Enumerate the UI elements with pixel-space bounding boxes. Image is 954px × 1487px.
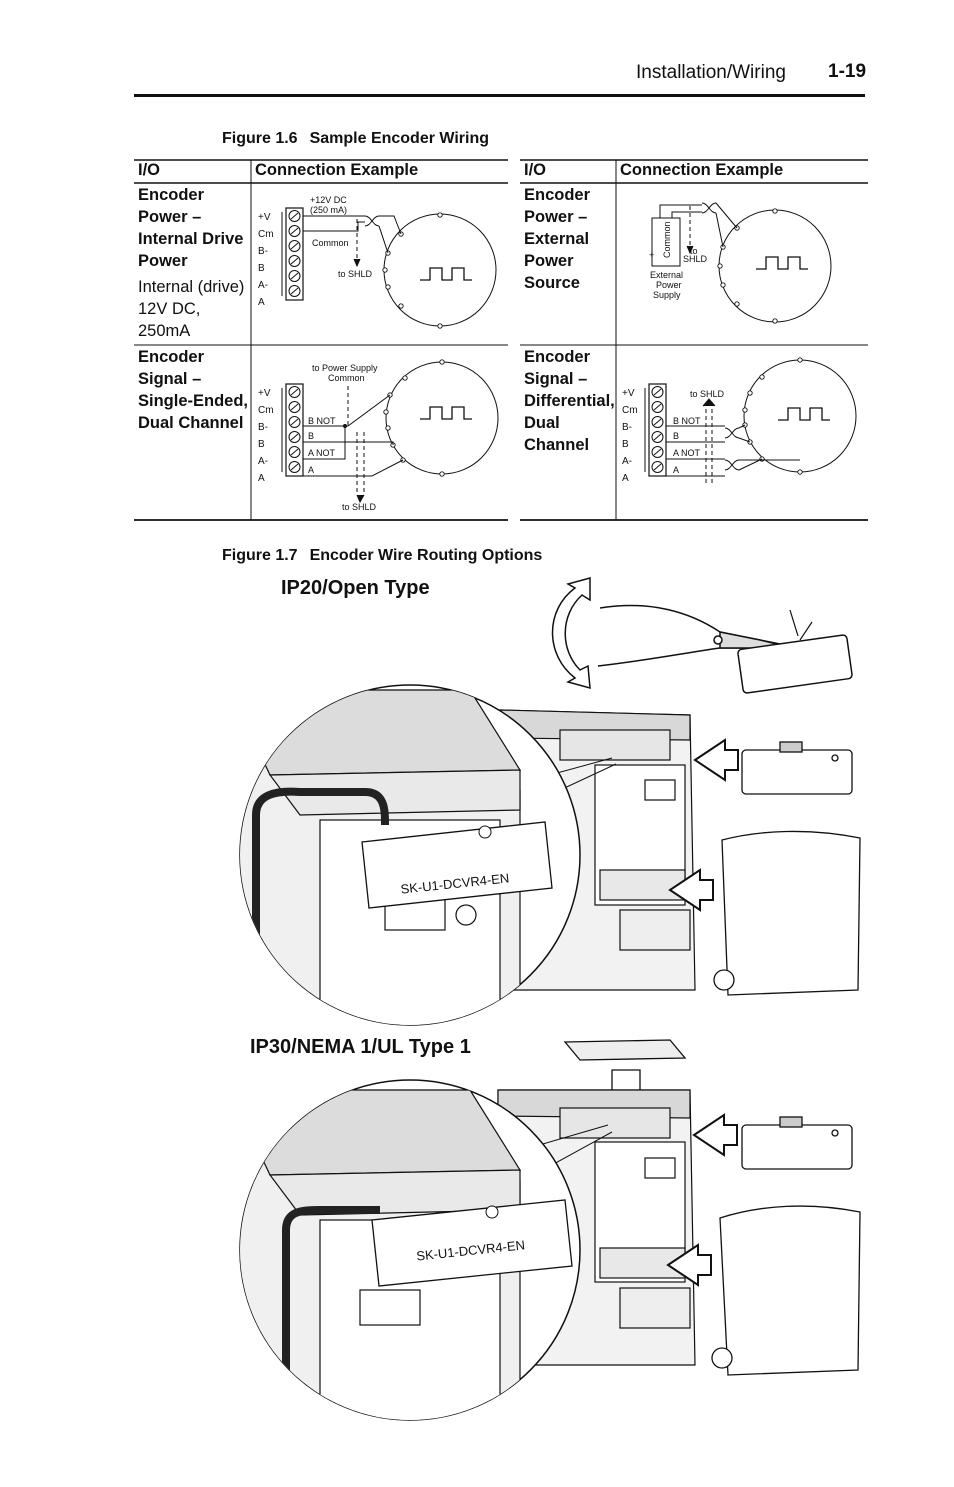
col-header-example-left: Connection Example [255,161,419,179]
svg-text:A NOT: A NOT [673,448,701,458]
svg-text:to SHLD: to SHLD [338,269,373,279]
terminal-label: B- [258,246,268,257]
label-card: SK-U1-DCVR4-EN [371,1199,573,1287]
cover-plate [711,1116,861,1376]
figure-1-7-caption: Figure 1.7 Encoder Wire Routing Options [222,547,542,565]
header-rule [134,94,865,97]
svg-text:B NOT: B NOT [673,416,701,426]
ip30-routing-illustration: SK-U1-DCVR4-EN [239,1039,861,1421]
figure-title: Encoder Wire Routing Options [309,547,543,564]
terminal-label: Cm [258,229,274,240]
figure-title: Sample Encoder Wiring [309,130,490,147]
figure-number: Figure 1.7 [222,547,298,564]
terminal-label: A- [622,456,632,467]
terminal-label: A [622,473,629,484]
terminal-label: +V [258,212,271,223]
pliers-icon [551,577,853,694]
svg-text:External: External [650,270,683,280]
encoder-wiring-table: +V Cm B- B A- A +12V DC (250 mA) Common … [134,159,868,521]
terminal-label: B [258,263,265,274]
io-cell-single-ended: Encoder Signal – Single-Ended, Dual Chan… [138,348,249,432]
terminal-label: B [258,439,265,450]
ip30-title: IP30/NEMA 1/UL Type 1 [250,1036,471,1058]
terminal-label: B [622,439,629,450]
diagram-internal-power: +V Cm B- B A- A +12V DC (250 mA) Common … [258,195,497,329]
svg-text:to: to [690,246,698,256]
col-header-example-right: Connection Example [620,161,784,179]
terminal-label: A [258,297,265,308]
terminal-label: A [258,473,265,484]
arrow-icon [666,1113,738,1287]
col-header-io-left: I/O [138,161,161,179]
svg-text:A: A [673,465,679,475]
svg-text:to SHLD: to SHLD [690,389,725,399]
col-header-io-right: I/O [524,161,547,179]
diagram-differential: +V Cm B- B A- A to SHLD B NOT B A NOT A [622,357,857,485]
io-cell-internal-power: Encoder Power – Internal Drive Power Int… [138,184,248,342]
terminal-label: Cm [258,405,274,416]
svg-text:Common: Common [312,238,349,248]
terminal-label: B- [258,422,268,433]
cover-plate [713,741,861,996]
figure-number: Figure 1.6 [222,130,298,147]
terminal-label: +V [622,388,635,399]
ip20-title: IP20/Open Type [281,577,430,599]
svg-text:B: B [308,431,314,441]
svg-text:+12V DC: +12V DC [310,195,347,205]
svg-text:B NOT: B NOT [308,416,336,426]
terminal-label: B- [622,422,632,433]
ip20-routing-illustration: SK-U1-DCVR4-EN [239,577,861,1026]
svg-text:(250 mA): (250 mA) [310,205,347,215]
terminal-label: +V [258,388,271,399]
svg-text:SHLD: SHLD [683,254,708,264]
svg-text:A NOT: A NOT [308,448,336,458]
terminal-label: A- [258,280,268,291]
io-cell-external-power: Encoder Power – External Power Source [524,186,591,292]
section-title: Installation/Wiring [636,62,786,83]
figure-1-6-caption: Figure 1.6 Sample Encoder Wiring [222,130,489,148]
svg-text:to Power Supply: to Power Supply [312,363,378,373]
svg-text:+: + [649,250,654,260]
diagram-single-ended: +V Cm B- B A- A to Power Supply Common B… [258,359,499,512]
io-cell-differential: Encoder Signal – Differential, Dual Chan… [524,348,615,454]
svg-text:Power: Power [656,280,682,290]
label-card: SK-U1-DCVR4-EN [361,821,553,909]
diagram-external-power: Common to SHLD + External Power Supply [649,202,832,324]
page-number: 1-19 [828,61,867,82]
svg-text:A: A [308,465,314,475]
terminal-label: Cm [622,405,638,416]
arrow-icon [668,738,739,912]
svg-text:Common: Common [328,373,365,383]
svg-text:B: B [673,431,679,441]
svg-text:Supply: Supply [653,290,681,300]
io-note: Internal (drive) 12V DC, 250mA [138,278,245,340]
svg-text:Common: Common [662,221,672,258]
terminal-label: A- [258,456,268,467]
svg-text:to SHLD: to SHLD [342,502,377,512]
io-label: Encoder Power – Internal Drive Power [138,186,244,270]
